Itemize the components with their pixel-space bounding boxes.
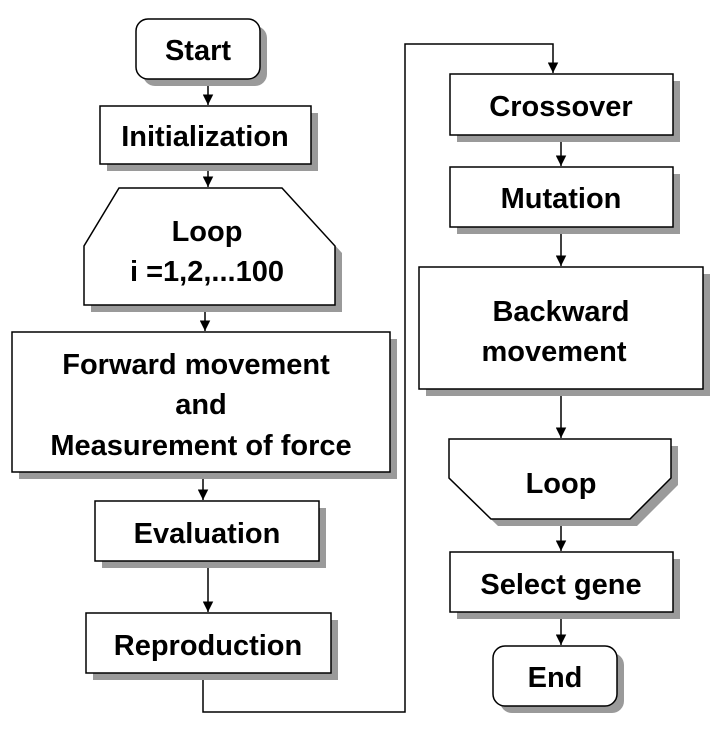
evaluation-box	[94, 500, 320, 562]
node-forward: Forward movement and Measurement of forc…	[11, 331, 397, 479]
node-crossover: Crossover	[449, 73, 680, 142]
node-start: Start	[135, 18, 267, 86]
loop-end-label: Loop	[526, 468, 597, 500]
initialization-label: Initialization	[121, 121, 289, 153]
forward-line3: Measurement of force	[50, 430, 351, 462]
node-backward: Backward movement	[418, 266, 710, 396]
node-end: End	[492, 645, 624, 713]
crossover-label: Crossover	[489, 91, 632, 123]
reproduction-box	[85, 612, 332, 674]
start-label: Start	[165, 35, 231, 67]
start-terminal	[135, 18, 261, 80]
initialization-box	[99, 105, 312, 165]
reproduction-label: Reproduction	[114, 630, 303, 662]
mutation-box	[449, 166, 674, 228]
node-initialization: Initialization	[99, 105, 318, 171]
forward-box	[11, 331, 391, 473]
select-gene-box	[449, 551, 674, 613]
edge-reproduction-crossover	[202, 43, 559, 713]
loop-start-label: Loop	[172, 216, 243, 248]
node-loop-start: Loop i =1,2,...100	[83, 187, 342, 312]
select-gene-label: Select gene	[480, 569, 641, 601]
node-reproduction: Reproduction	[85, 612, 338, 680]
loop-end-shape	[448, 438, 672, 520]
backward-box	[418, 266, 704, 390]
node-evaluation: Evaluation	[94, 500, 326, 568]
forward-line2: and	[175, 389, 227, 421]
loop-start-range: i =1,2,...100	[130, 256, 284, 288]
mutation-label: Mutation	[501, 183, 622, 215]
node-select-gene: Select gene	[449, 551, 680, 619]
end-label: End	[528, 662, 583, 694]
backward-line1: Backward	[492, 296, 629, 328]
backward-line2: movement	[481, 336, 626, 368]
node-mutation: Mutation	[449, 166, 680, 234]
evaluation-label: Evaluation	[134, 518, 281, 550]
end-terminal	[492, 645, 618, 707]
crossover-box	[449, 73, 674, 136]
forward-line1: Forward movement	[62, 349, 330, 381]
loop-start-shape	[83, 187, 336, 306]
node-loop-end: Loop	[448, 438, 678, 526]
